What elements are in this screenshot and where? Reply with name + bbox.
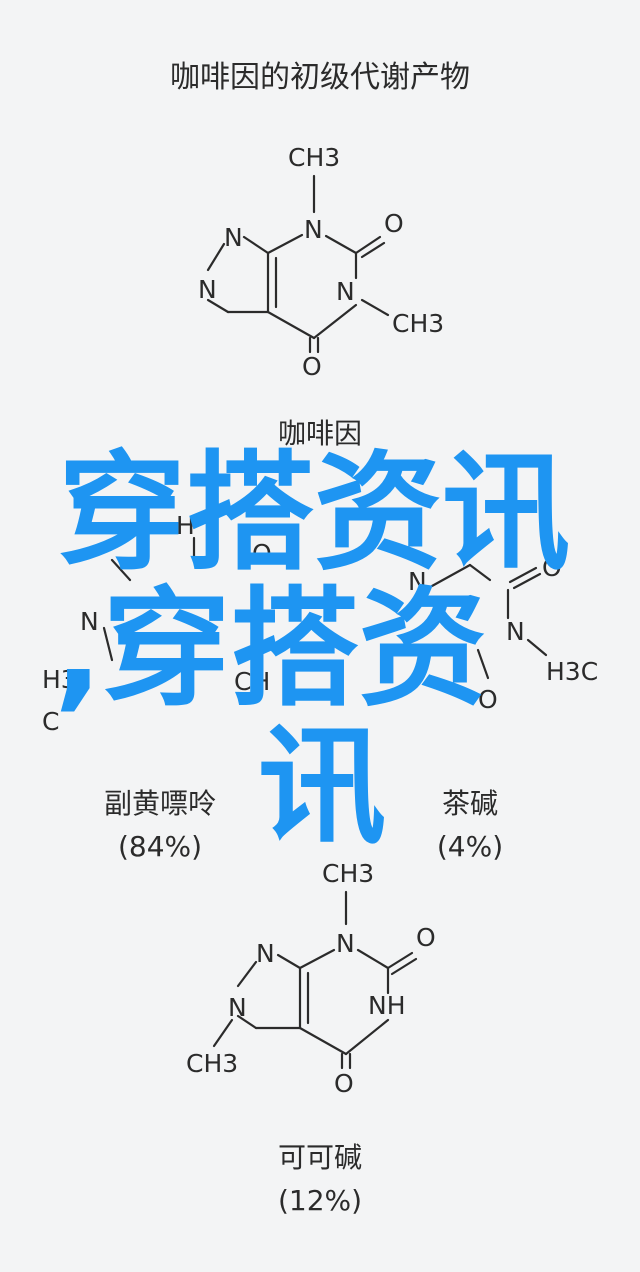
bond [526, 638, 548, 657]
atom-o: O [416, 923, 436, 952]
watermark-line-2: ,穿搭资 [54, 575, 487, 724]
atom-o: O [478, 685, 498, 714]
bond [476, 648, 490, 680]
bond [236, 960, 258, 988]
paraxanthine-label: 副黄嘌呤 (84%) [60, 782, 260, 869]
bond [110, 558, 132, 582]
bond [354, 235, 382, 255]
bond [360, 241, 386, 259]
theobromine-label: 可可碱 (12%) [220, 1136, 420, 1223]
atom-o: O [542, 553, 562, 582]
watermark-line-1: 穿搭资讯 [58, 439, 571, 588]
bond [276, 953, 302, 970]
atom-n: N [224, 223, 243, 252]
bond [386, 951, 414, 970]
atom-n: N [256, 939, 275, 968]
atom-n: N [198, 275, 217, 304]
diagram-title: 咖啡因的初级代谢产物 [170, 60, 470, 95]
theobromine-name: 可可碱 [277, 1141, 362, 1174]
bond [324, 234, 358, 255]
bond [102, 626, 114, 662]
bond [298, 1026, 348, 1056]
atom-n: N [336, 929, 355, 958]
atom-h-partial: H [176, 511, 195, 540]
paraxanthine-percent: (84%) [117, 830, 203, 864]
bond [212, 1018, 234, 1048]
atom-n: N [228, 993, 247, 1022]
atom-c-partial: C [42, 707, 59, 736]
bond [206, 242, 226, 272]
atom-n: N [304, 215, 323, 244]
bond [360, 298, 390, 317]
bond [206, 298, 230, 314]
bond [508, 566, 538, 584]
bond [512, 572, 542, 590]
atom-nh: NH [368, 991, 406, 1020]
bond [430, 563, 472, 588]
atom-n: N [408, 567, 427, 596]
atom-h3-partial: H3 [42, 665, 77, 694]
bond [266, 233, 304, 255]
atom-n: N [80, 607, 99, 636]
bond [298, 948, 336, 970]
atom-ch-partial: CH [234, 667, 270, 696]
atom-o: O [384, 209, 404, 238]
bond [356, 948, 390, 970]
caffeine-name: 咖啡因 [277, 417, 362, 450]
atom-o: O [252, 539, 272, 568]
atom-n: N [506, 617, 525, 646]
bond [236, 1014, 258, 1030]
theophylline-label: 茶碱 (4%) [370, 782, 570, 869]
bond [468, 563, 492, 582]
atom-ch3: CH3 [322, 859, 374, 888]
atom-o: O [334, 1069, 354, 1098]
bond [312, 303, 358, 340]
bond [344, 1018, 390, 1056]
bond [390, 957, 418, 976]
atom-ch3: CH3 [186, 1049, 238, 1078]
bond [242, 235, 270, 255]
atom-o: O [302, 352, 322, 381]
theobromine-percent: (12%) [277, 1184, 363, 1218]
watermark-line-3: 讯 [258, 713, 387, 862]
atom-h3c: H3C [546, 657, 598, 686]
theophylline-percent: (4%) [436, 830, 504, 864]
atom-ch3: CH3 [288, 143, 340, 172]
theophylline-name: 茶碱 [441, 787, 498, 820]
bond [266, 310, 316, 340]
atom-n: N [336, 277, 355, 306]
paraxanthine-name: 副黄嘌呤 [103, 787, 216, 820]
atom-ch3: CH3 [392, 309, 444, 338]
